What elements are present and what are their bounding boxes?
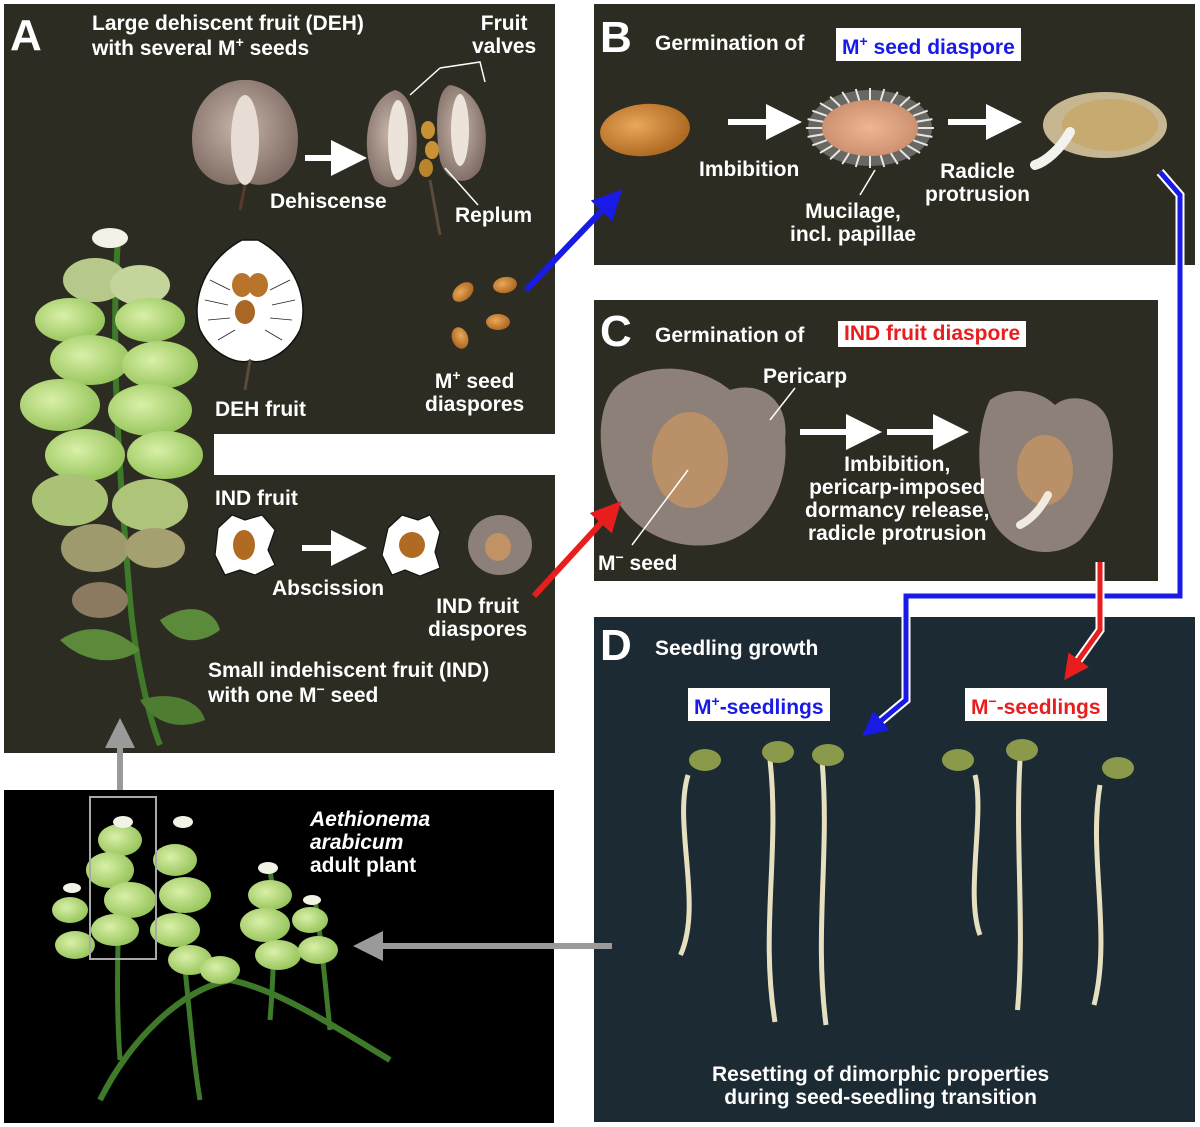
blue-arrow-a-to-b: [523, 189, 623, 293]
panel-letter-a: A: [10, 11, 42, 60]
dry-seed: [600, 103, 690, 157]
papilla: [807, 133, 824, 138]
deh-fruit-drawing: [196, 239, 304, 391]
ind-fruit-label: IND fruit: [215, 487, 298, 510]
pericarp-label: Pericarp: [763, 365, 848, 388]
species-label: Aethionema arabicum adult plant: [310, 808, 431, 878]
panel-b-title-highlight: M+ seed diaspore: [836, 28, 1021, 61]
papilla: [811, 139, 828, 147]
papilla: [841, 152, 851, 165]
red-arrow-a-to-c: [531, 501, 622, 599]
dehiscense-label: Dehiscense: [270, 190, 387, 213]
inset-box: [89, 796, 157, 960]
seedling-root: [678, 774, 692, 957]
papilla: [907, 144, 921, 154]
adult-plant-photo: [52, 796, 392, 1102]
deh-fruit-open: [366, 85, 486, 236]
papilla: [899, 149, 911, 161]
seedling-cotyledon: [942, 749, 974, 771]
imbibition-label: Imbibition: [699, 158, 800, 181]
panel-c-title-highlight: IND fruit diaspore: [838, 321, 1027, 347]
panel-d-title: Seedling growth: [655, 637, 819, 660]
seedling-root: [818, 759, 829, 1026]
papilla: [841, 91, 851, 104]
papilla: [889, 91, 899, 104]
red-arrow-c-to-d: [1064, 562, 1105, 681]
mplus-seedlings-label: M+-seedlings: [688, 688, 830, 721]
seedling-root: [1091, 784, 1104, 1006]
deh-fruit-closed: [192, 80, 298, 211]
ind-title: Small indehiscent fruit (IND) with one M…: [208, 659, 490, 708]
papilla: [829, 95, 841, 107]
panel-letter-b: B: [600, 13, 632, 62]
seedling-root: [971, 774, 983, 936]
papilla: [916, 118, 933, 123]
replum-label: Replum: [455, 204, 533, 227]
ind-germinated: [979, 390, 1113, 552]
papilla: [889, 152, 899, 165]
papilla: [819, 144, 833, 154]
seedling-cotyledon: [762, 741, 794, 763]
plant-stem-photo: [20, 228, 220, 747]
mplus-seed-label: M+ seed diaspores: [425, 367, 525, 417]
ind-fruit-photo: [468, 515, 532, 575]
papilla: [854, 155, 861, 168]
seedling-root: [1015, 759, 1023, 1011]
seedling-root: [766, 759, 778, 1023]
mplus-seeds: [451, 276, 517, 349]
papilla: [916, 133, 933, 138]
ind-fruit-diaspore: [600, 368, 786, 546]
papilla: [829, 149, 841, 161]
germinated-seed: [1030, 92, 1167, 170]
abscission-label: Abscission: [272, 577, 385, 600]
papilla: [912, 139, 929, 147]
blue-arrow-b-to-d: [862, 169, 1185, 737]
papilla: [819, 102, 833, 112]
mminus-seed-label: M− seed: [598, 549, 678, 575]
deh-title: Large dehiscent fruit (DEH) with several…: [92, 12, 364, 61]
mminus-seedlings-label: M−-seedlings: [965, 688, 1107, 721]
papilla: [879, 155, 886, 168]
papilla: [854, 88, 861, 101]
seedling-cotyledon: [1006, 739, 1038, 761]
panel-b-title-prefix: Germination of: [655, 32, 805, 55]
panel-letter-c: C: [600, 307, 632, 356]
papilla: [907, 102, 921, 112]
panel-letter-d: D: [600, 621, 632, 670]
papilla: [899, 95, 911, 107]
papilla: [912, 109, 929, 117]
mucilage-label: Mucilage,incl. papillae: [790, 200, 917, 247]
seedling-cotyledon: [1102, 757, 1134, 779]
seedling-cotyledon: [812, 744, 844, 766]
papilla: [811, 109, 828, 117]
deh-fruit-label: DEH fruit: [215, 398, 306, 421]
panel-c-title-prefix: Germination of: [655, 324, 805, 347]
mucilage-seed: [806, 88, 934, 168]
papilla: [807, 118, 824, 123]
ind-fruit-drawing: [214, 514, 276, 576]
seedling-cotyledon: [689, 749, 721, 771]
ind-fruit-drawing-2: [381, 514, 441, 577]
seedlings: [678, 739, 1134, 1026]
papilla: [879, 88, 886, 101]
ind-process-label: Imbibition, pericarp-imposed dormancy re…: [805, 453, 990, 546]
